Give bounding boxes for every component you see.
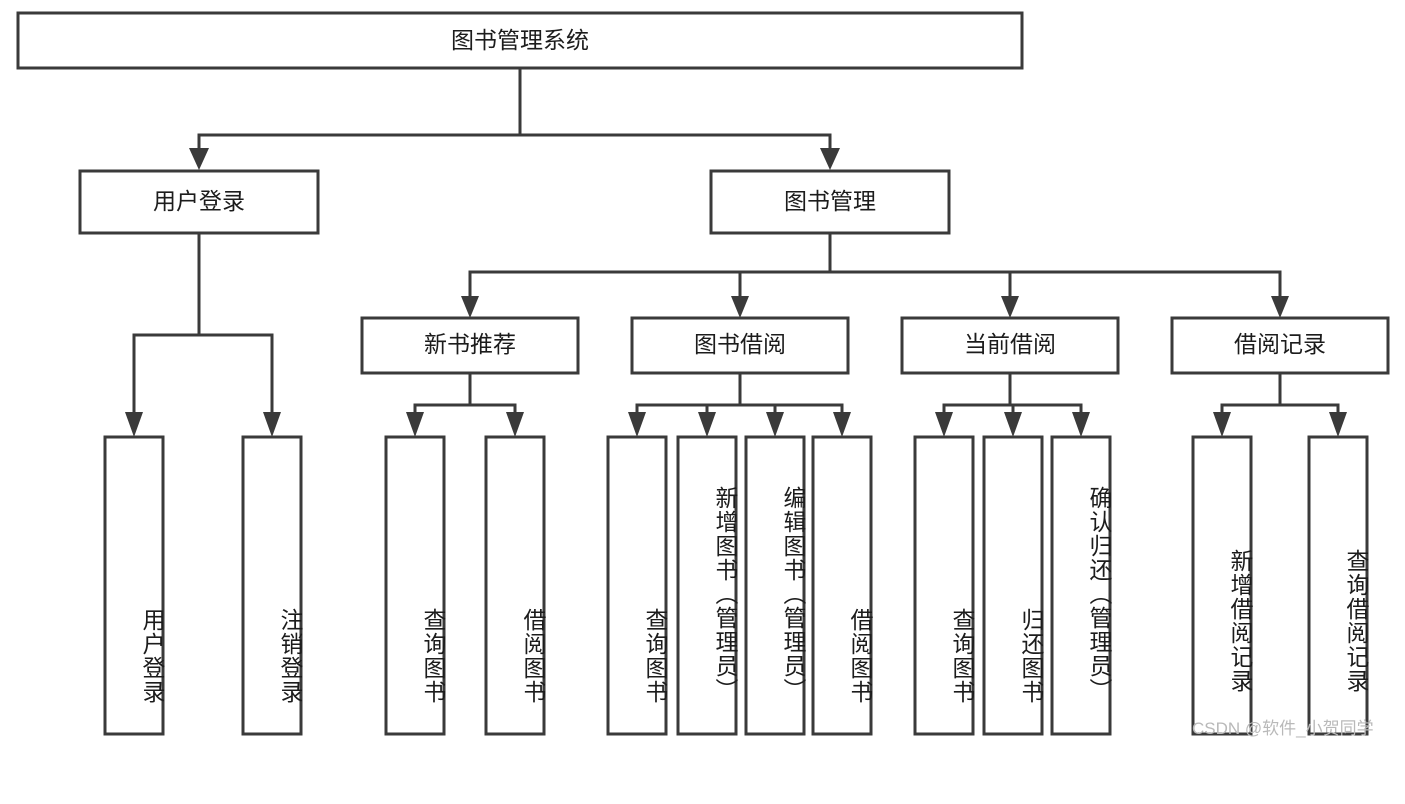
leaf-box-borrow-record-1[interactable] <box>1307 435 1369 736</box>
connector-group-root <box>189 66 840 170</box>
node-borrow-record-box[interactable] <box>1170 316 1390 375</box>
tree-diagram-svg: 图书管理系统 用户登录 图书管理 新书推荐 图书借阅 当前借阅 借阅记录 <box>16 11 1390 736</box>
arrow-borrow-c1 <box>628 412 646 437</box>
arrow-book-c1 <box>461 296 479 318</box>
arrow-book-c3 <box>1001 296 1019 318</box>
leaf-box-current-borrow-1[interactable] <box>982 435 1044 736</box>
leaf-box-new-book-1[interactable] <box>484 435 546 736</box>
node-new-book-box[interactable] <box>360 316 580 375</box>
leaf-box-book-borrow-1[interactable] <box>676 435 738 736</box>
arrow-root-to-book <box>820 148 840 170</box>
leaf-box-new-book-0[interactable] <box>384 435 446 736</box>
node-new-book-label: 新书推荐 <box>424 331 516 357</box>
arrow-newbook-c2 <box>506 412 524 437</box>
connector-group-user-login <box>125 231 281 437</box>
arrow-borrow-c4 <box>833 412 851 437</box>
leaf-box-user-login-0[interactable] <box>103 435 165 736</box>
connector-group-new-book <box>406 371 524 437</box>
arrow-record-c1 <box>1213 412 1231 437</box>
leaf-box-current-borrow-2[interactable] <box>1050 435 1112 736</box>
arrow-current-c2 <box>1004 412 1022 437</box>
diagram-canvas: 图书管理系统 用户登录 图书管理 新书推荐 图书借阅 当前借阅 借阅记录 用户登… <box>16 11 1390 738</box>
arrow-book-c4 <box>1271 296 1289 318</box>
node-borrow-record-label: 借阅记录 <box>1234 331 1326 357</box>
arrow-newbook-c1 <box>406 412 424 437</box>
arrow-user-child1 <box>125 412 143 437</box>
arrow-user-child2 <box>263 412 281 437</box>
connector-group-current-borrow <box>935 371 1090 437</box>
node-book-borrow-box[interactable] <box>630 316 850 375</box>
node-book-manage-label: 图书管理 <box>784 188 876 214</box>
connector-group-borrow-record <box>1213 371 1347 437</box>
node-root-box[interactable] <box>16 11 1024 70</box>
arrow-current-c3 <box>1072 412 1090 437</box>
arrow-borrow-c2 <box>698 412 716 437</box>
leaf-box-user-login-1[interactable] <box>241 435 303 736</box>
node-user-login-label: 用户登录 <box>153 188 245 214</box>
node-book-manage-box[interactable] <box>709 169 951 235</box>
arrow-root-to-user <box>189 148 209 170</box>
csdn-watermark: CSDN @软件_小贺同学 <box>1192 719 1374 738</box>
arrow-current-c1 <box>935 412 953 437</box>
arrow-borrow-c3 <box>766 412 784 437</box>
leaf-box-book-borrow-3[interactable] <box>811 435 873 736</box>
node-current-borrow-box[interactable] <box>900 316 1120 375</box>
node-user-login-box[interactable] <box>78 169 320 235</box>
arrow-book-c2 <box>731 296 749 318</box>
node-book-borrow-label: 图书借阅 <box>694 331 786 357</box>
node-current-borrow-label: 当前借阅 <box>964 331 1056 357</box>
connector-group-book-manage <box>461 231 1289 318</box>
leaf-box-book-borrow-2[interactable] <box>744 435 806 736</box>
node-root-label: 图书管理系统 <box>451 27 589 53</box>
leaf-box-current-borrow-0[interactable] <box>913 435 975 736</box>
arrow-record-c2 <box>1329 412 1347 437</box>
leaf-box-book-borrow-0[interactable] <box>606 435 668 736</box>
leaf-box-borrow-record-0[interactable] <box>1191 435 1253 736</box>
connector-group-book-borrow <box>628 371 851 437</box>
